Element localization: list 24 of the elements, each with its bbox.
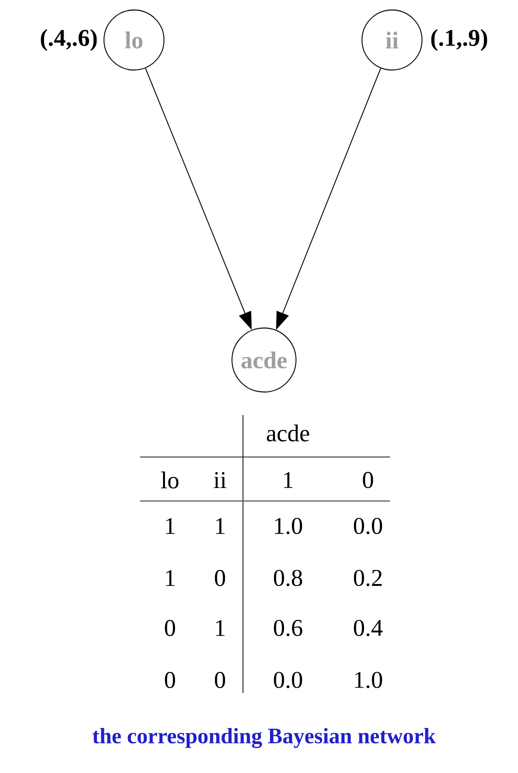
table-entry: 0 [214,570,226,586]
table-entry: 1 [166,518,175,534]
table-header: ii [214,472,226,488]
caption: the corresponding Bayesian network [92,728,436,748]
table-entry: 1 [216,620,225,636]
probability-label: (.4,.6) [40,29,97,51]
table-entry: 0.8 [274,570,302,586]
table-entry: 1.0 [275,518,302,534]
table-entry: 0.0 [354,518,382,534]
table-header: lo [161,472,178,488]
table-entry: 1 [166,570,175,586]
table-entry: 0 [164,620,176,636]
table-entry: 1 [216,518,225,534]
table-header: 0 [362,472,374,488]
table-entry: 1.0 [355,672,382,688]
table-entry: 0 [214,672,226,688]
table-entry: 0.6 [274,620,302,636]
table-entry: 0.0 [274,672,302,688]
probability-label: (.1,.9) [431,29,488,51]
table-header: 1 [284,472,293,488]
table-entry: 0.2 [354,570,382,586]
table-entry: 0.4 [354,620,383,636]
table-entry: 0 [164,672,176,688]
table-header: acde [266,424,310,442]
